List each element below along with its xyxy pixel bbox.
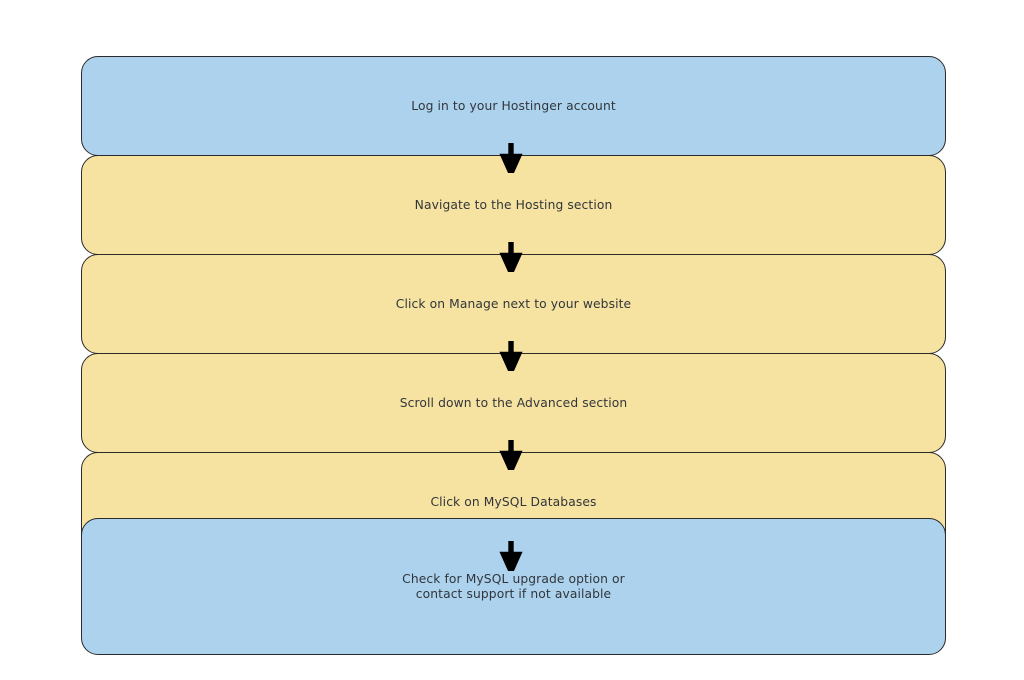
flowchart-node-login[interactable]: Log in to your Hostinger account <box>81 56 946 156</box>
node-label: Click on MySQL Databases <box>430 494 597 509</box>
flowchart-node-check-upgrade[interactable]: Check for MySQL upgrade option or contac… <box>81 518 946 655</box>
flowchart-node-hosting-section[interactable]: Navigate to the Hosting section <box>81 155 946 255</box>
node-label: Log in to your Hostinger account <box>411 98 616 113</box>
node-label: Check for MySQL upgrade option or contac… <box>402 572 625 601</box>
flowchart-node-manage-website[interactable]: Click on Manage next to your website <box>81 254 946 354</box>
node-label: Navigate to the Hosting section <box>414 197 613 212</box>
node-label: Click on Manage next to your website <box>395 296 632 311</box>
flowchart-node-advanced-section[interactable]: Scroll down to the Advanced section <box>81 353 946 453</box>
node-label: Scroll down to the Advanced section <box>399 395 628 410</box>
